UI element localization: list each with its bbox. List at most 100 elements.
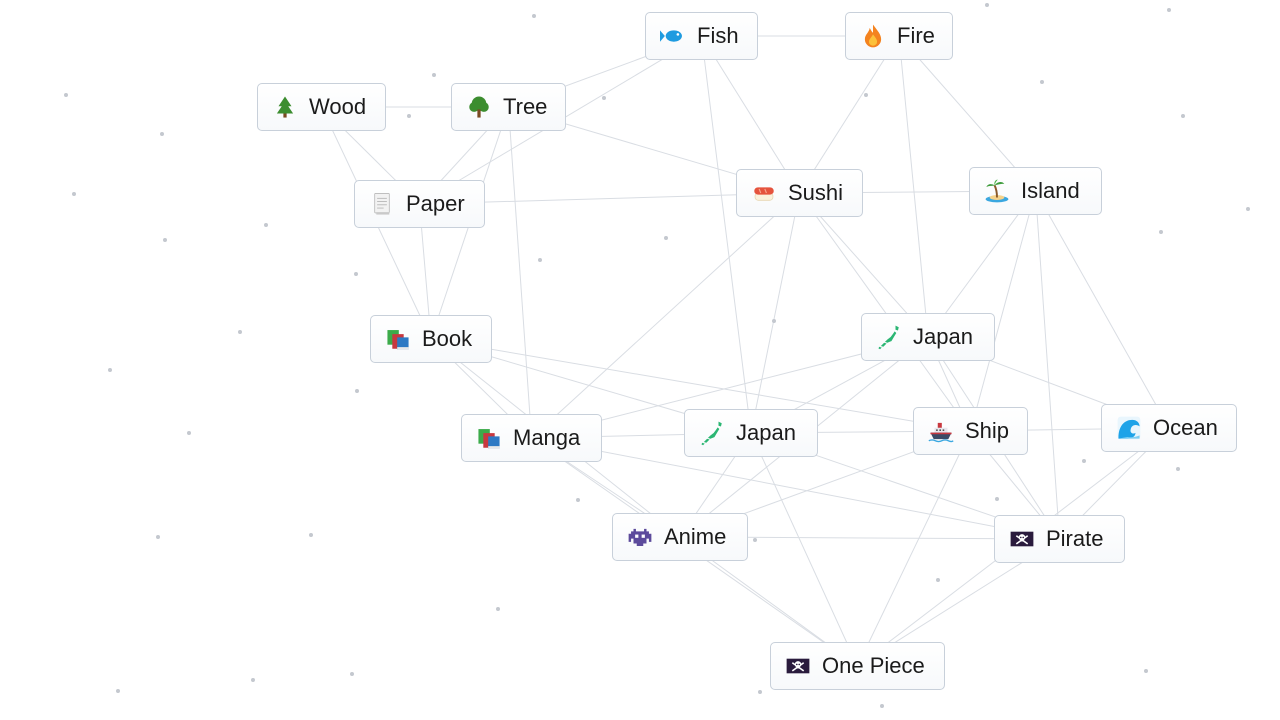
- background-dot: [407, 114, 411, 118]
- evergreen-tree-icon: [270, 92, 300, 122]
- connection-line: [701, 35, 800, 194]
- connection-line: [898, 35, 1036, 192]
- background-dot: [880, 704, 884, 708]
- item-label: Island: [1021, 178, 1080, 203]
- books-icon: [383, 324, 413, 354]
- item-label: Paper: [406, 191, 465, 216]
- item-ocean[interactable]: Ocean: [1101, 404, 1237, 452]
- connection-line: [701, 35, 752, 434]
- connection-line: [927, 190, 1036, 338]
- item-label: Tree: [503, 94, 548, 119]
- background-dot: [238, 330, 242, 334]
- item-label: Wood: [309, 94, 367, 119]
- background-dot: [251, 678, 255, 682]
- item-island[interactable]: Island: [969, 167, 1102, 215]
- background-dot: [64, 93, 68, 97]
- connection-line: [1035, 190, 1170, 429]
- connection-line: [799, 35, 900, 194]
- background-dot: [350, 672, 354, 676]
- pirate-flag-icon: [1007, 524, 1037, 554]
- background-dot: [664, 236, 668, 240]
- item-wood[interactable]: Wood: [257, 83, 386, 131]
- item-fish[interactable]: Fish: [645, 12, 758, 60]
- connection-line: [799, 192, 971, 432]
- connection-line: [430, 338, 971, 432]
- item-book[interactable]: Book: [370, 315, 492, 363]
- sushi-icon: [749, 178, 779, 208]
- background-dot: [156, 535, 160, 539]
- item-anime[interactable]: Anime: [612, 513, 748, 561]
- background-dot: [354, 272, 358, 276]
- background-dot: [187, 431, 191, 435]
- background-dot: [1181, 114, 1185, 118]
- background-dot: [1176, 467, 1180, 471]
- item-ship[interactable]: Ship: [913, 407, 1028, 455]
- deciduous-tree-icon: [464, 92, 494, 122]
- item-label: Book: [422, 326, 473, 351]
- connection-line: [970, 190, 1036, 432]
- item-label: Japan: [736, 420, 796, 445]
- item-label: Anime: [664, 524, 727, 549]
- connection-line: [531, 192, 800, 439]
- background-dot: [1246, 207, 1250, 211]
- item-one-piece[interactable]: One Piece: [770, 642, 945, 690]
- background-dot: [116, 689, 120, 693]
- connection-line: [750, 432, 858, 667]
- item-label: Sushi: [788, 180, 844, 205]
- books-icon: [474, 423, 504, 453]
- item-label: Japan: [913, 324, 973, 349]
- background-dot: [576, 498, 580, 502]
- page-icon: [367, 189, 397, 219]
- item-label: Ship: [965, 418, 1010, 443]
- connection-line: [857, 430, 971, 667]
- background-dot: [1144, 669, 1148, 673]
- connection-line: [1035, 190, 1060, 540]
- connection-line: [898, 35, 929, 338]
- background-dot: [163, 238, 167, 242]
- connection-line: [750, 192, 800, 434]
- connection-line: [508, 106, 532, 439]
- background-dot: [72, 192, 76, 196]
- item-label: One Piece: [822, 653, 925, 678]
- item-tree[interactable]: Tree: [451, 83, 566, 131]
- item-fire[interactable]: Fire: [845, 12, 953, 60]
- background-dot: [496, 607, 500, 611]
- item-label: Fire: [897, 23, 935, 48]
- background-dot: [160, 132, 164, 136]
- item-paper[interactable]: Paper: [354, 180, 485, 228]
- item-manga[interactable]: Manga: [461, 414, 602, 462]
- background-dot: [1082, 459, 1086, 463]
- background-dot: [936, 578, 940, 582]
- background-dot: [995, 497, 999, 501]
- background-dot: [432, 73, 436, 77]
- background-dot: [1167, 8, 1171, 12]
- item-japan[interactable]: Japan: [684, 409, 818, 457]
- fire-icon: [858, 21, 888, 51]
- background-dot: [264, 223, 268, 227]
- item-label: Pirate: [1046, 526, 1104, 551]
- background-dot: [602, 96, 606, 100]
- item-label: Manga: [513, 425, 581, 450]
- connection-line: [531, 437, 1060, 540]
- item-japan[interactable]: Japan: [861, 313, 995, 361]
- background-dot: [758, 690, 762, 694]
- desert-island-icon: [982, 176, 1012, 206]
- item-label: Ocean: [1153, 415, 1218, 440]
- background-dot: [108, 368, 112, 372]
- item-pirate[interactable]: Pirate: [994, 515, 1125, 563]
- background-dot: [1040, 80, 1044, 84]
- background-dot: [309, 533, 313, 537]
- space-invader-icon: [625, 522, 655, 552]
- wave-icon: [1114, 413, 1144, 443]
- japan-map-icon: [874, 322, 904, 352]
- background-dot: [753, 538, 757, 542]
- background-dot: [532, 14, 536, 18]
- background-dot: [538, 258, 542, 262]
- fish-icon: [658, 21, 688, 51]
- item-sushi[interactable]: Sushi: [736, 169, 863, 217]
- item-label: Fish: [697, 23, 739, 48]
- background-dot: [864, 93, 868, 97]
- pirate-flag-icon: [783, 651, 813, 681]
